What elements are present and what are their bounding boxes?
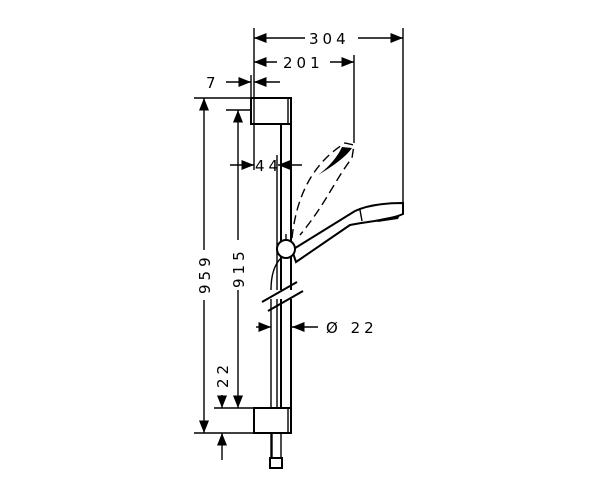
dimension-label-22: 22	[214, 361, 232, 388]
shower-rail	[260, 124, 310, 458]
dimension-label-44: 44	[255, 157, 282, 175]
dimension-304: 304	[254, 30, 403, 48]
handshower-raised-position	[291, 142, 355, 239]
dimension-label-201: 201	[283, 54, 324, 72]
dimension-22-bottom: 22	[214, 361, 232, 460]
dimension-label-7: 7	[206, 74, 220, 92]
dimension-diameter: Ø 22	[256, 319, 378, 337]
top-bracket	[250, 97, 292, 125]
dimension-label-959: 959	[196, 253, 214, 294]
dimension-915: 915	[230, 110, 248, 408]
dimension-959: 959	[196, 98, 214, 433]
dimension-7: 7	[206, 74, 280, 92]
dimension-label-304: 304	[309, 30, 350, 48]
dimension-label-915: 915	[230, 247, 248, 288]
hose-end	[269, 433, 283, 469]
dimension-201: 201	[254, 54, 354, 72]
handshower	[276, 201, 404, 264]
dimension-label-diameter: Ø 22	[326, 319, 378, 337]
bottom-bracket	[253, 407, 292, 434]
